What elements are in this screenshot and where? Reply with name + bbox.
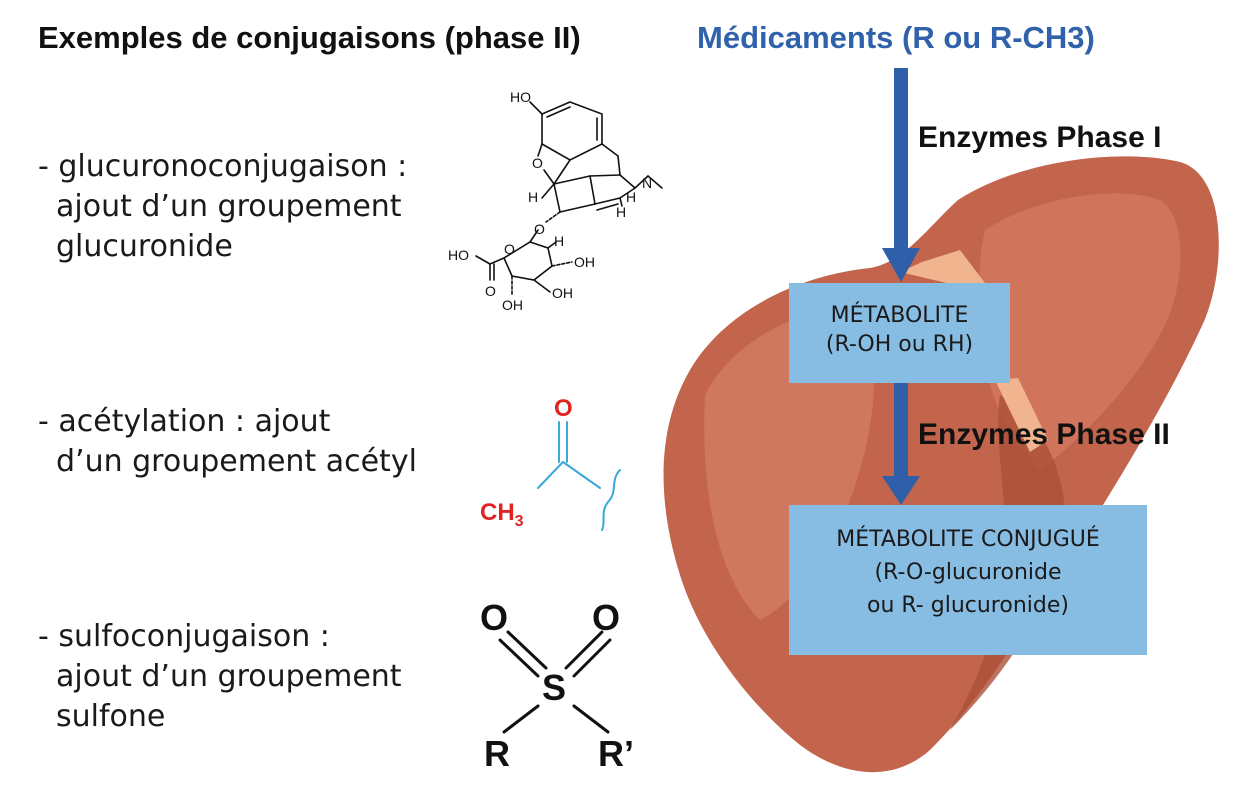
drug-label: Médicaments (R ou R-CH3) — [697, 20, 1095, 55]
enzymes-phase1-label: Enzymes Phase I — [918, 121, 1162, 154]
morphine-glucuronide-structure: HO O H H N H O H OH O HO O OH OH — [448, 89, 663, 313]
acetyl-ch-label: CH3 — [480, 499, 524, 530]
example-line: d’un groupement acétyl — [56, 444, 417, 479]
conjugated-line-2: (R-O-glucuronide — [874, 560, 1062, 585]
morphine-label-h-n: H — [626, 189, 636, 205]
metabolite-line-2: (R-OH ou RH) — [825, 332, 974, 357]
ligament-top — [900, 250, 985, 285]
arrow-phase1-shaft — [894, 68, 908, 250]
morphine-label-ho-top: HO — [510, 89, 531, 105]
arrow-phase2-shaft — [894, 382, 908, 478]
conjugated-metabolite-box: MÉTABOLITE CONJUGUÉ (R-O-glucuronide ou … — [789, 505, 1147, 655]
conjugated-line-3: ou R- glucuronide) — [867, 593, 1069, 618]
morphine-label-o-acid: O — [485, 283, 496, 299]
arrow-phase1-head — [882, 248, 920, 282]
acetyl-ch-text: CH — [480, 499, 515, 526]
example-line: ajout d’un groupement — [56, 189, 402, 224]
acetyl-structure: O CH3 — [480, 395, 621, 531]
sulfone-structure: O O S R R’ — [480, 597, 634, 774]
morphine-label-oh1: OH — [574, 254, 595, 270]
example-glucuronidation: - glucuronoconjugaison : ajout d’un grou… — [38, 147, 407, 267]
morphine-label-o-ring: O — [532, 155, 543, 171]
morphine-label-h-sugar: H — [554, 233, 564, 249]
morphine-label-o-sugar: O — [504, 241, 515, 257]
example-line: - glucuronoconjugaison : — [38, 149, 408, 184]
morphine-label-n: N — [642, 175, 652, 191]
liver-right-lobe-highlight — [979, 193, 1181, 470]
liver-left-lobe-highlight — [704, 305, 874, 620]
example-sulfonation: - sulfoconjugaison : ajout d’un groupeme… — [38, 617, 402, 737]
morphine-label-h-right: H — [616, 204, 626, 220]
conjugated-line-1: MÉTABOLITE CONJUGUÉ — [836, 527, 1100, 552]
morphine-label-oh3: OH — [552, 285, 573, 301]
morphine-label-h-left: H — [528, 189, 538, 205]
example-line: glucuronide — [56, 229, 233, 264]
morphine-label-oh2: OH — [502, 297, 523, 313]
acetyl-subscript: 3 — [515, 513, 524, 530]
example-line: ajout d’un groupement — [56, 659, 402, 694]
sulfone-o1: O — [480, 597, 508, 638]
sulfone-r-prime: R’ — [598, 733, 634, 774]
ligament-middle — [995, 378, 1048, 452]
acetyl-o-label: O — [554, 395, 573, 422]
sulfone-o2: O — [592, 597, 620, 638]
arrow-phase2-head — [882, 476, 920, 505]
example-line: sulfone — [56, 699, 166, 734]
example-line: - acétylation : ajout — [38, 404, 331, 439]
morphine-label-ho-acid: HO — [448, 247, 469, 263]
sulfone-s: S — [542, 667, 566, 708]
example-acetylation: - acétylation : ajout d’un groupement ac… — [38, 402, 417, 482]
example-line: - sulfoconjugaison : — [38, 619, 330, 654]
page-title: Exemples de conjugaisons (phase II) — [38, 20, 581, 55]
metabolite-line-1: MÉTABOLITE — [830, 303, 969, 328]
morphine-label-o-link: O — [534, 221, 545, 237]
enzymes-phase2-label: Enzymes Phase II — [918, 418, 1170, 451]
sulfone-r: R — [484, 733, 510, 774]
metabolite-box: MÉTABOLITE (R-OH ou RH) — [789, 283, 1010, 383]
